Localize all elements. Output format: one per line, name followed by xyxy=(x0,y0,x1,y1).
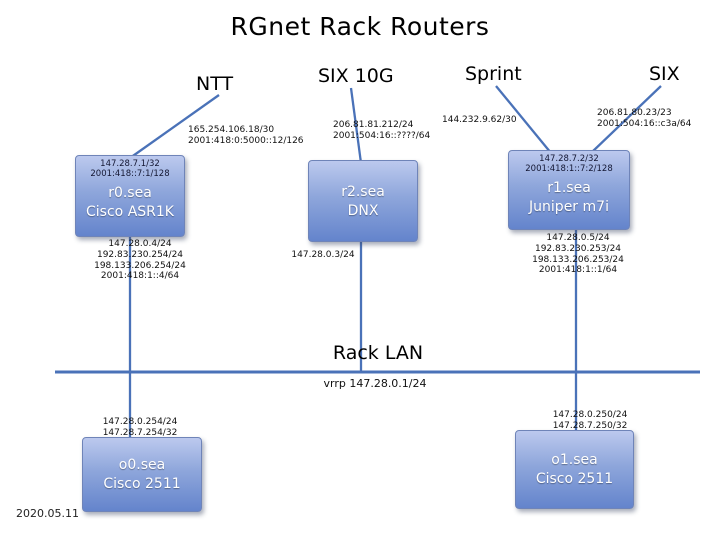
router-r1-model: Juniper m7i xyxy=(529,199,609,216)
uplink-label-sprint: Sprint xyxy=(465,63,522,85)
r1-lan-addresses: 147.28.0.5/24 192.83.230.253/24 198.133.… xyxy=(532,233,624,276)
router-r0: 147.28.7.1/32 2001:418::7:1/128 r0.sea C… xyxy=(75,155,185,237)
router-r1-loopbacks: 147.28.7.2/32 2001:418:1::7:2/128 xyxy=(525,154,613,175)
router-r2-model: DNX xyxy=(347,202,379,219)
ntt-link-addresses: 165.254.106.18/30 2001:418:0:5000::12/12… xyxy=(188,125,304,146)
date-label: 2020.05.11 xyxy=(16,507,79,520)
rack-lan-label: Rack LAN xyxy=(332,342,424,364)
router-r2: r2.sea DNX xyxy=(308,160,418,242)
page-title: RGnet Rack Routers xyxy=(230,12,490,41)
router-o0: o0.sea Cisco 2511 xyxy=(82,437,202,512)
router-r0-loopbacks: 147.28.7.1/32 2001:418::7:1/128 xyxy=(90,159,170,180)
router-o0-name: o0.sea xyxy=(118,457,166,473)
six-link-line xyxy=(590,85,662,154)
router-r0-name: r0.sea xyxy=(108,185,152,202)
router-o1-model: Cisco 2511 xyxy=(535,471,614,487)
sprint-link-addresses: 144.232.9.62/30 xyxy=(442,115,517,125)
six-link-addresses: 206.81.80.23/23 2001:504:16::c3a/64 xyxy=(597,108,692,129)
router-r2-name: r2.sea xyxy=(341,183,385,200)
uplink-label-six10g: SIX 10G xyxy=(318,65,394,87)
router-o0-model: Cisco 2511 xyxy=(103,476,181,492)
six10g-link-line xyxy=(349,87,363,164)
o1-addresses: 147.28.0.250/24 147.28.7.250/32 xyxy=(552,410,628,431)
uplink-label-six: SIX xyxy=(649,63,680,85)
ntt-link-line xyxy=(129,94,220,159)
router-r1-name: r1.sea xyxy=(547,180,591,197)
o0-addresses: 147.28.0.254/24 147.28.7.254/32 xyxy=(102,417,178,438)
sprint-link-line xyxy=(495,85,552,154)
vrrp-label: vrrp 147.28.0.1/24 xyxy=(323,377,427,390)
router-r1: 147.28.7.2/32 2001:418:1::7:2/128 r1.sea… xyxy=(508,150,630,230)
router-r0-model: Cisco ASR1K xyxy=(86,204,174,221)
uplink-label-ntt: NTT xyxy=(196,73,234,95)
r0-lan-addresses: 147.28.0.4/24 192.83.230.254/24 198.133.… xyxy=(94,239,186,282)
six10g-link-addresses: 206.81.81.212/24 2001:504:16::????/64 xyxy=(333,120,431,141)
router-o1-name: o1.sea xyxy=(551,452,598,468)
r2-lan-addresses: 147.28.0.3/24 xyxy=(291,250,355,260)
router-o1: o1.sea Cisco 2511 xyxy=(515,430,634,509)
